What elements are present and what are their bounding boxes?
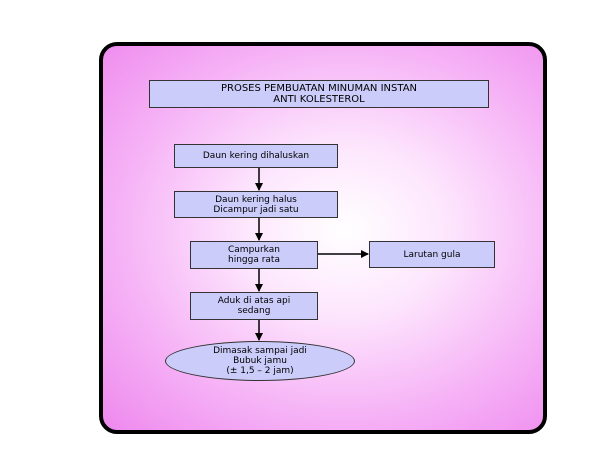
step-2-box: Daun kering halus Dicampur jadi satu [174,191,338,218]
step-4-box: Aduk di atas api sedang [190,292,318,320]
step-1-box: Daun kering dihaluskan [174,144,338,168]
diagram-title: PROSES PEMBUATAN MINUMAN INSTAN ANTI KOL… [149,80,489,108]
side-input-box: Larutan gula [369,241,495,268]
step-3-box: Campurkan hingga rata [190,241,318,269]
final-step-oval: Dimasak sampai jadi Bubuk jamu (± 1,5 – … [165,341,355,381]
